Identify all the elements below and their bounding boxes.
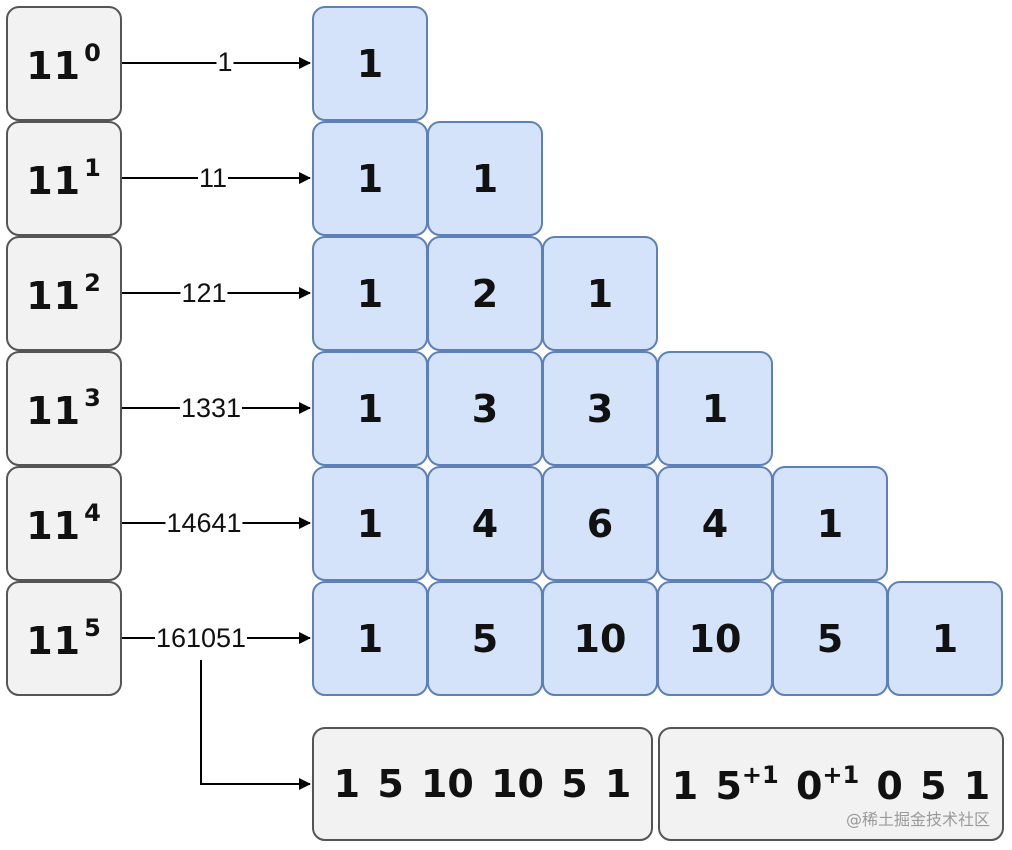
- power-exponent: 0: [84, 39, 102, 67]
- power-exponent: 5: [84, 614, 102, 642]
- arrow-label-5: 161051: [154, 623, 248, 653]
- triangle-cell-r2-c2: 1: [542, 236, 658, 351]
- power-exponent: 1: [84, 154, 102, 182]
- result-coefficients-text: 1 5 10 10 5 1: [333, 762, 632, 806]
- power-base: 11: [26, 274, 82, 318]
- triangle-cell-r4-c1: 4: [427, 466, 543, 581]
- arrow-label-0: 1: [216, 47, 234, 77]
- result-box-coefficients: 1 5 10 10 5 1: [312, 727, 653, 841]
- arrow-label-4: 14641: [165, 508, 243, 538]
- triangle-cell-r3-c0: 1: [312, 351, 428, 466]
- triangle-cell-r3-c3: 1: [657, 351, 773, 466]
- triangle-cell-r1-c0: 1: [312, 121, 428, 236]
- triangle-cell-r4-c0: 1: [312, 466, 428, 581]
- triangle-cell-r5-c2: 10: [542, 581, 658, 696]
- triangle-cell-r1-c1: 1: [427, 121, 543, 236]
- triangle-cell-r5-c3: 10: [657, 581, 773, 696]
- arrow-to-result: [200, 660, 311, 790]
- power-base: 11: [26, 159, 82, 203]
- watermark: @稀土掘金技术社区: [845, 810, 990, 829]
- triangle-cell-r5-c5: 1: [887, 581, 1003, 696]
- triangle-cell-r2-c0: 1: [312, 236, 428, 351]
- power-base: 11: [26, 619, 82, 663]
- arrow-label-1: 11: [197, 163, 229, 193]
- triangle-cell-r5-c4: 5: [772, 581, 888, 696]
- arrow-label-2: 121: [180, 278, 228, 308]
- result-carry-text: 1 5+1 0+1 0 5 1: [671, 760, 991, 808]
- triangle-cell-r4-c2: 6: [542, 466, 658, 581]
- triangle-cell-r5-c1: 5: [427, 581, 543, 696]
- triangle-cell-r0-c0: 1: [312, 6, 428, 121]
- result-box-carry: 1 5+1 0+1 0 5 1: [658, 727, 1004, 841]
- carry-superscript: +1: [822, 760, 860, 789]
- triangle-cell-r3-c1: 3: [427, 351, 543, 466]
- triangle-cell-r4-c3: 4: [657, 466, 773, 581]
- power-exponent: 2: [84, 269, 102, 297]
- triangle-cell-r3-c2: 3: [542, 351, 658, 466]
- carry-superscript: +1: [741, 760, 779, 789]
- power-exponent: 4: [84, 499, 102, 527]
- power-exponent: 3: [84, 384, 102, 412]
- power-base: 11: [26, 44, 82, 88]
- triangle-cell-r2-c1: 2: [427, 236, 543, 351]
- triangle-cell-r4-c4: 1: [772, 466, 888, 581]
- arrow-label-3: 1331: [179, 393, 243, 423]
- triangle-cell-r5-c0: 1: [312, 581, 428, 696]
- power-base: 11: [26, 504, 82, 548]
- power-base: 11: [26, 389, 82, 433]
